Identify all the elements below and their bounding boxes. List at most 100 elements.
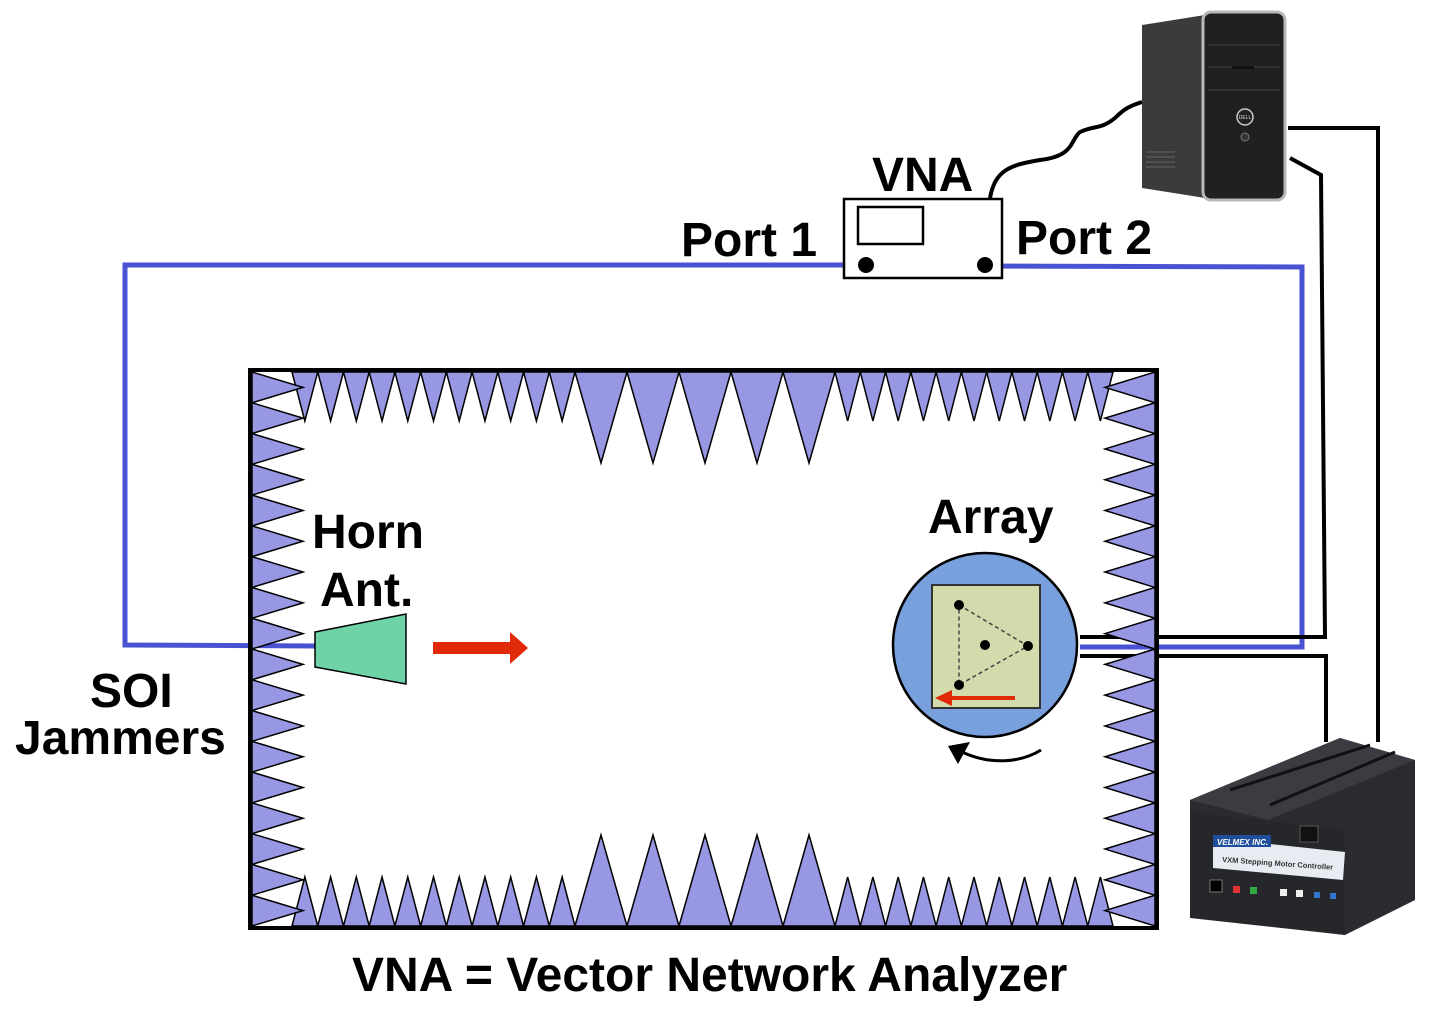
absorber-spike (251, 555, 306, 589)
motor-controller: VELMEX INC. VXM Stepping Motor Controlle… (1190, 738, 1415, 935)
absorber-spike (626, 832, 680, 927)
absorber-spike (291, 371, 319, 424)
absorber-spike (935, 876, 963, 927)
absorber-spike (1102, 463, 1156, 497)
computer-logo: DELL (1239, 115, 1252, 121)
absorber-spike (1102, 801, 1156, 835)
absorber-spike (782, 371, 836, 466)
control-cables (988, 100, 1380, 742)
absorber-spike (985, 876, 1013, 927)
vna-instrument (842, 197, 1004, 280)
absorber-spike (342, 371, 371, 424)
computer-tower: DELL (1142, 10, 1287, 202)
absorber-spike (1036, 371, 1064, 422)
jammers-label: Jammers (15, 712, 226, 765)
absorber-spike (251, 647, 306, 681)
absorber-spike (419, 874, 448, 927)
absorber-spike (1102, 647, 1156, 681)
absorber-spike (445, 874, 474, 927)
vna-screen (856, 205, 925, 246)
port2-cable (984, 263, 1305, 650)
absorber-spike (251, 432, 306, 466)
absorber-spike (251, 709, 306, 743)
absorber-spike (342, 874, 371, 927)
computer-controller-cable (1288, 126, 1380, 742)
vna-label: VNA (872, 149, 973, 202)
absorber-spike (909, 876, 938, 927)
absorber-spike (1102, 740, 1156, 774)
port1-cable (122, 262, 866, 649)
absorber-spike (548, 371, 576, 424)
absorber-spike (1061, 876, 1089, 927)
absorber-spike (1086, 371, 1114, 422)
absorber-spike (884, 876, 912, 927)
rf-cables (122, 262, 1305, 650)
vna-computer-cable (988, 100, 1143, 199)
controller-brand: VELMEX INC. (1217, 838, 1268, 847)
absorber-spike (522, 874, 551, 927)
absorber-spike (496, 874, 525, 927)
absorber-spike (522, 371, 551, 424)
absorber-spike (1036, 876, 1064, 927)
absorber-spike (471, 874, 499, 927)
absorber-spike (251, 401, 306, 435)
absorber-spike (1102, 401, 1156, 435)
absorber-spike (985, 371, 1013, 422)
port2-connector (977, 257, 993, 273)
absorber-spike (834, 876, 862, 927)
absorber-spike (1086, 876, 1114, 927)
absorber-spike (1102, 617, 1156, 651)
absorber-spike (251, 740, 306, 774)
absorber-spike (909, 371, 938, 422)
absorber-spike (251, 524, 306, 558)
absorber-spike (251, 586, 306, 620)
absorber-spike (1102, 494, 1156, 527)
computer-array-cable (1080, 156, 1328, 639)
array-label: Array (928, 491, 1054, 544)
absorber-spike (678, 371, 732, 466)
absorber-spike (626, 371, 680, 466)
absorber-spike (251, 863, 306, 897)
absorber-spike (251, 494, 306, 527)
absorber-spike (730, 371, 784, 466)
horn-label-2: Ant. (320, 564, 413, 617)
absorber-spike (1102, 709, 1156, 743)
absorber-spike (1010, 876, 1039, 927)
turntable (891, 551, 1079, 764)
absorber-spike (574, 832, 628, 927)
absorber-spike (884, 371, 912, 422)
absorber-spike (445, 371, 474, 424)
absorber-spike (1102, 863, 1156, 897)
absorber-spike (678, 832, 732, 927)
propagation-arrow (433, 632, 528, 664)
absorber-spike (1061, 371, 1089, 422)
absorber-spike (393, 371, 422, 424)
port1-label: Port 1 (681, 214, 817, 267)
absorber-spike (935, 371, 963, 422)
absorber-spike (316, 371, 345, 424)
absorber-spike (471, 371, 499, 424)
absorber-spike (834, 371, 862, 422)
absorber-spike (1102, 678, 1156, 712)
absorber-spike (730, 832, 784, 927)
absorber-spike (496, 371, 525, 424)
absorber-spike (1102, 832, 1156, 866)
absorber-spike (1102, 555, 1156, 589)
absorber-spike (1010, 371, 1039, 422)
absorber-spike (251, 801, 306, 835)
absorber-spike (291, 874, 319, 927)
absorber-spike (251, 678, 306, 712)
absorber-spike (1102, 771, 1156, 804)
absorber-spike (1102, 586, 1156, 620)
absorber-spike (393, 874, 422, 927)
absorber-spike (859, 876, 887, 927)
port1-connector (858, 257, 874, 273)
absorber-spike (316, 874, 345, 927)
absorber-spike (782, 832, 836, 927)
port2-label: Port 2 (1016, 212, 1152, 265)
horn-label: Horn (312, 506, 424, 559)
absorber-spike (251, 463, 306, 497)
absorber-spike (574, 371, 628, 466)
absorber-spike (419, 371, 448, 424)
